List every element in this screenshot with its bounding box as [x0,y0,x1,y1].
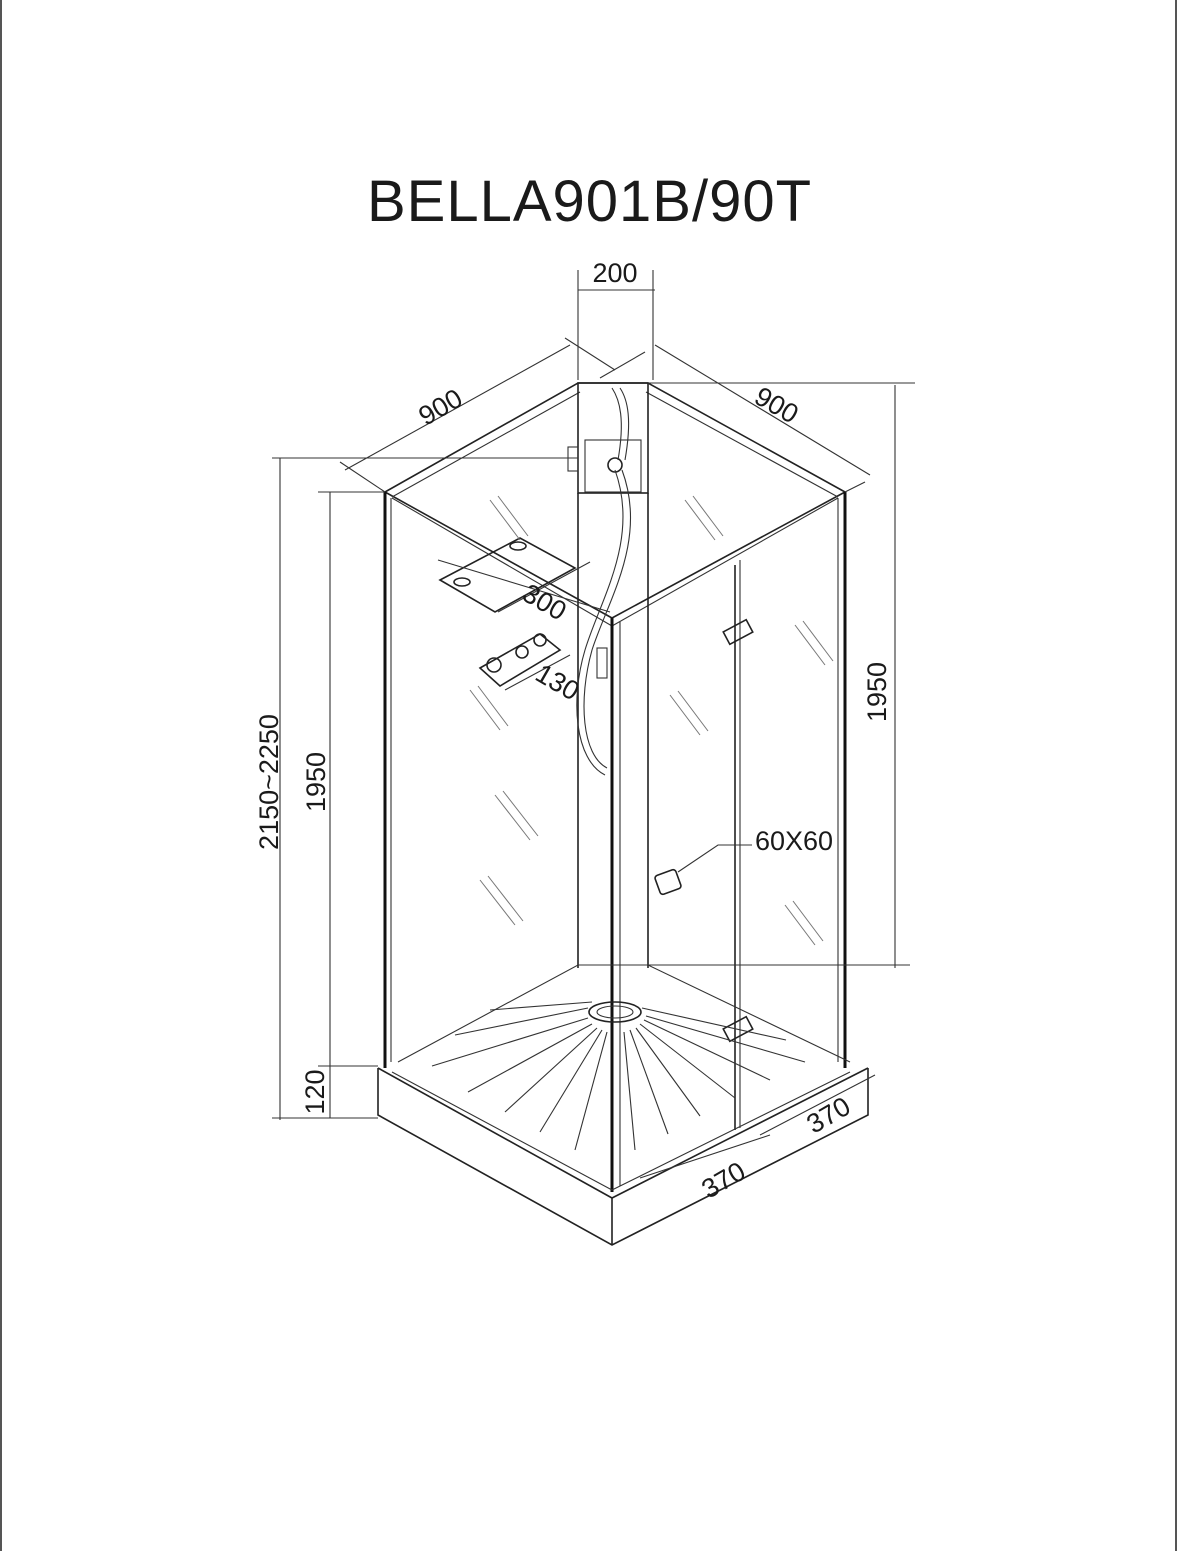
dim-total-height: 2150~2250 [254,714,284,850]
cabin-outline [377,382,869,1246]
model-title: BELLA901B/90T [366,169,813,234]
dim-shelf-width: 300 [517,578,571,627]
dim-left-depth: 900 [413,383,467,432]
dim-control-panel: 60X60 [755,826,833,856]
dim-left-height: 1950 [301,752,331,812]
dim-right-depth: 900 [749,381,803,430]
dimension-lines [272,270,915,1179]
dim-right-height: 1950 [862,662,892,722]
dim-base-height: 120 [300,1069,330,1114]
dim-column-width: 200 [592,258,637,288]
